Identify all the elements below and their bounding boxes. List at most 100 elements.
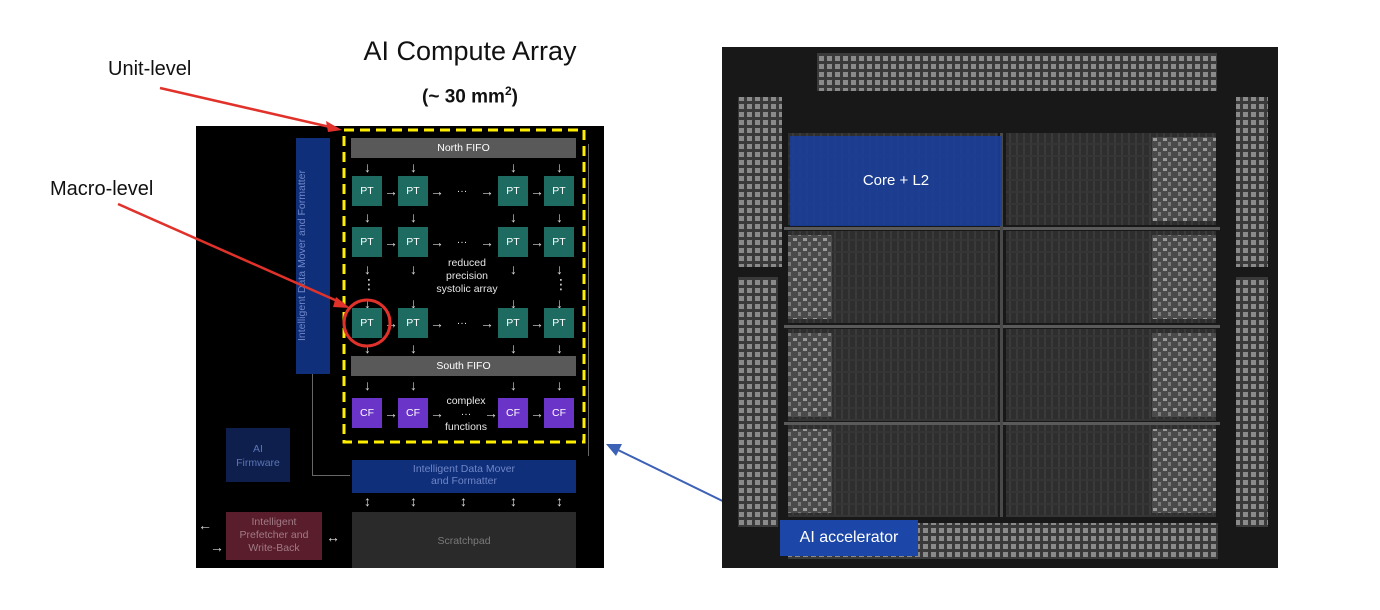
- top-io-strip: [817, 53, 1217, 91]
- arrow-down: ↓: [364, 209, 371, 225]
- arrow-right: →: [384, 405, 398, 421]
- ellipsis: ···: [456, 185, 468, 197]
- arrow-down: ↓: [510, 295, 517, 311]
- mover-connector: [312, 374, 313, 476]
- arrow-down: ↓: [510, 261, 517, 277]
- vertical-dots: ⋮: [362, 276, 376, 292]
- arrow-down: ↓: [556, 209, 563, 225]
- arrow-right: →: [530, 405, 544, 421]
- cf-cell: CF: [398, 398, 428, 428]
- arrow-right: →: [430, 315, 444, 331]
- north-fifo: North FIFO: [351, 138, 576, 158]
- mover-connector: [312, 475, 350, 476]
- ai-accelerator-link-arrowhead: [606, 444, 622, 456]
- arrow-right: →: [530, 234, 544, 250]
- core-logic: [1152, 235, 1216, 319]
- ai-accelerator-tag: AI accelerator: [780, 520, 918, 556]
- macro-level-arrow: [117, 202, 345, 306]
- left-io-strip: [738, 277, 778, 527]
- prefetcher-writeback: Intelligent Prefetcher and Write-Back: [226, 512, 322, 560]
- right-connector: [588, 144, 589, 456]
- vertical-dots: ⋮: [554, 276, 568, 292]
- ai-accelerator-block-diagram: Intelligent Data Mover and Formatter Nor…: [196, 126, 604, 568]
- unit-level-arrow: [159, 86, 331, 129]
- right-io-strip: [1236, 277, 1268, 527]
- arrow-down: ↓: [510, 340, 517, 356]
- arrow-both: ↔: [326, 529, 340, 545]
- data-mover-horizontal: Intelligent Data Mover and Formatter: [352, 460, 576, 493]
- chip-die-photo: [722, 47, 1278, 568]
- arrow-down: ↓: [410, 377, 417, 393]
- core-logic: [788, 333, 832, 417]
- pt-cell: PT: [498, 227, 528, 257]
- arrow-right: →: [430, 234, 444, 250]
- arrow-down: ↓: [410, 209, 417, 225]
- arrow-down: ↓: [364, 295, 371, 311]
- arrow-down: ↓: [556, 377, 563, 393]
- arrow-down: ↓: [364, 340, 371, 356]
- arrow-down: ↓: [556, 340, 563, 356]
- pt-cell: PT: [544, 227, 574, 257]
- arrow-down: ↓: [410, 159, 417, 175]
- arrow-right: →: [530, 183, 544, 199]
- arrow-both: ↕: [510, 493, 517, 509]
- arrow-right: →: [430, 183, 444, 199]
- arrow-down: ↓: [410, 340, 417, 356]
- complex-functions-label: complex ··· functions: [444, 395, 488, 433]
- unit-level-arrowhead: [326, 121, 342, 132]
- arrow-both: ↕: [556, 493, 563, 509]
- arrow-right: →: [430, 405, 444, 421]
- arrow-right: →: [384, 183, 398, 199]
- macro-level-circle: [342, 298, 392, 348]
- arrow-down: ↓: [510, 159, 517, 175]
- core-logic: [1152, 333, 1216, 417]
- arrow-both: ↕: [364, 493, 371, 509]
- scratchpad: Scratchpad: [352, 512, 576, 568]
- pt-cell: PT: [498, 308, 528, 338]
- die-layout: [722, 47, 1278, 568]
- arrow-down: ↓: [364, 377, 371, 393]
- core-logic: [788, 235, 832, 319]
- arrow-right: →: [384, 234, 398, 250]
- arrow-right: →: [480, 234, 494, 250]
- pt-cell: PT: [544, 308, 574, 338]
- core-l2-overlay: Core + L2: [790, 136, 1002, 226]
- arrow-right: →: [480, 315, 494, 331]
- arrow-down: ↓: [510, 209, 517, 225]
- core-logic: [788, 429, 832, 513]
- arrow-down: ↓: [364, 261, 371, 277]
- arrow-both: ↕: [460, 493, 467, 509]
- arrow-right: →: [480, 183, 494, 199]
- pt-cell: PT: [498, 176, 528, 206]
- pt-cell: PT: [352, 176, 382, 206]
- diagram-title: AI Compute Array: [363, 36, 577, 66]
- arrow-down: ↓: [510, 377, 517, 393]
- pt-cell: PT: [398, 176, 428, 206]
- macro-level-arrowhead: [333, 297, 350, 308]
- arrow-down: ↓: [556, 261, 563, 277]
- arrow-down: ↓: [364, 159, 371, 175]
- ellipsis: ···: [456, 317, 468, 329]
- pt-cell: PT: [352, 227, 382, 257]
- cf-cell: CF: [498, 398, 528, 428]
- pt-cell-highlighted: PT: [352, 308, 382, 338]
- arrow-right: →: [484, 405, 498, 421]
- arrow-down: ↓: [410, 295, 417, 311]
- pt-cell: PT: [398, 227, 428, 257]
- unit-level-label: Unit-level: [108, 58, 192, 80]
- core-logic: [1152, 429, 1216, 513]
- area-annotation: (~ 30 mm2): [422, 84, 518, 108]
- arrow-right: →: [210, 539, 224, 555]
- pt-cell: PT: [544, 176, 574, 206]
- arrow-down: ↓: [556, 295, 563, 311]
- systolic-array-label: reduced precision systolic array: [436, 257, 498, 295]
- macro-level-label: Macro-level: [50, 178, 154, 200]
- arrow-right: →: [530, 315, 544, 331]
- arrow-down: ↓: [556, 159, 563, 175]
- cf-cell: CF: [352, 398, 382, 428]
- core-logic: [1152, 137, 1216, 221]
- arrow-down: ↓: [410, 261, 417, 277]
- die-gridline: [1000, 133, 1003, 517]
- arrow-left: ←: [198, 517, 212, 533]
